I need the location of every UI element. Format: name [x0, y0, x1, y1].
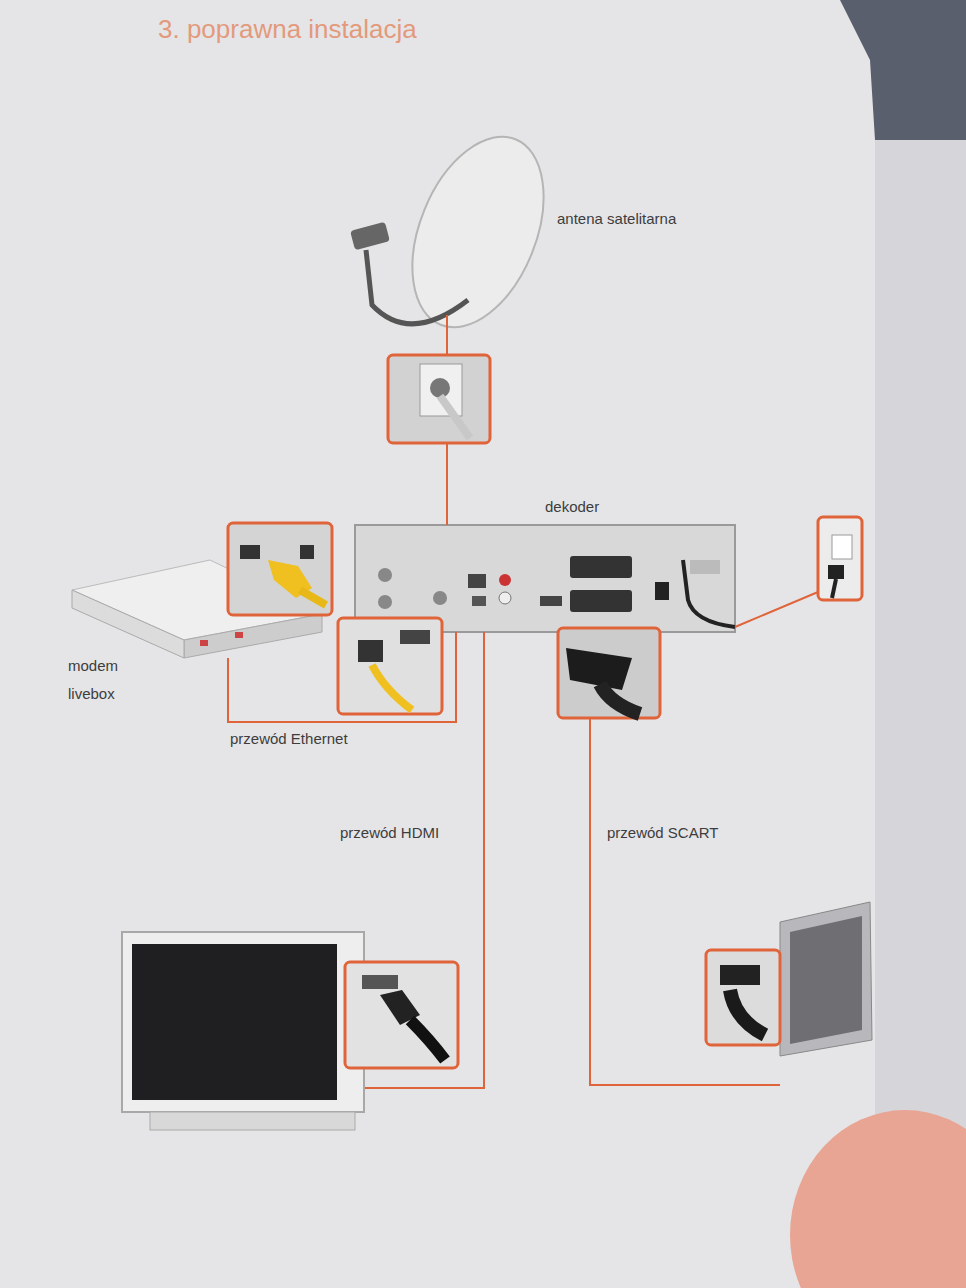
scart-inset	[558, 628, 660, 718]
device-label: antena satelitarna	[557, 210, 676, 228]
hdmi-inset	[345, 962, 458, 1068]
antenna-inset	[388, 355, 490, 443]
cable-label: przewód SCART	[605, 824, 720, 842]
modem-node: modem livebox	[68, 558, 326, 658]
finger	[790, 1110, 966, 1288]
small-tv	[780, 902, 872, 1056]
device-label: dekoder	[545, 498, 599, 516]
scart-wire	[590, 718, 780, 1085]
power-cord	[735, 592, 818, 627]
scart-tv-inset	[706, 950, 780, 1045]
page-title: 3. poprawna instalacja	[158, 14, 417, 44]
cable-label: przewód Ethernet	[228, 730, 350, 748]
satellite-dish	[350, 118, 569, 347]
antenna-node: antena satelitarna	[350, 122, 700, 332]
flat-tv	[122, 932, 364, 1130]
decoder-node: dekoder	[355, 525, 735, 632]
background-object	[840, 0, 966, 140]
modem-port-inset	[228, 523, 332, 615]
ethernet-inset	[338, 618, 442, 714]
power-inset	[818, 517, 862, 600]
device-label: modem livebox	[68, 652, 146, 708]
decoder-device	[355, 525, 735, 632]
cable-label: przewód HDMI	[338, 824, 441, 842]
